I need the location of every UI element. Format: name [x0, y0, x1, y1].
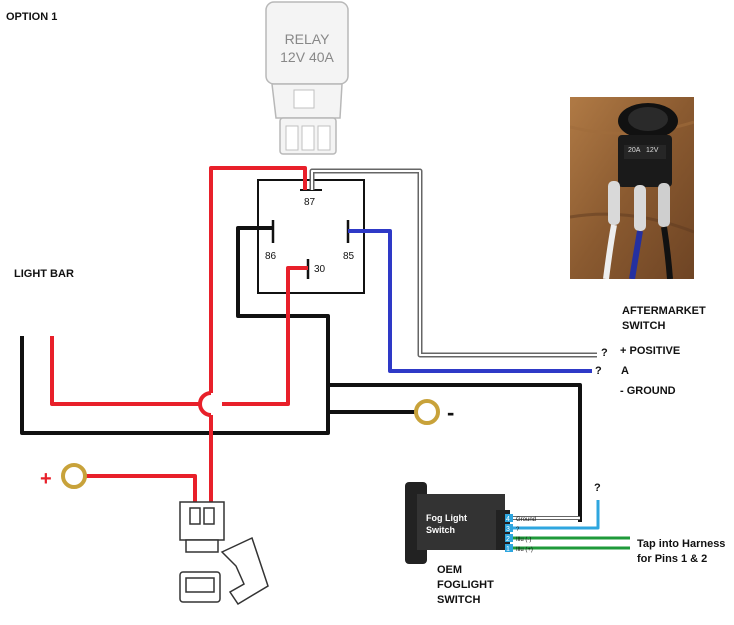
- question-marker-positive: ?: [601, 347, 608, 359]
- oem-switch-face-line1: Fog Light: [426, 513, 467, 523]
- oem-label-line2: FOGLIGHT: [437, 579, 494, 591]
- pin-86-label: 86: [265, 251, 277, 262]
- question-marker-a: ?: [595, 365, 602, 377]
- pin-87-label: 87: [304, 197, 316, 208]
- oem-pin-1: 1: [506, 546, 510, 553]
- oem-pin-3: 3: [506, 526, 510, 533]
- aftermarket-title-line2: SWITCH: [622, 320, 666, 332]
- relay-module: RELAY 12V 40A: [265, 1, 349, 155]
- oem-switch-wires: [513, 500, 630, 550]
- fuse-holder-icon: [179, 501, 269, 606]
- harness-label-line1: Tap into Harness: [637, 538, 726, 550]
- blue-wire: [348, 229, 592, 373]
- oem-fog-light-switch: [405, 482, 513, 564]
- aftermarket-title-line1: AFTERMARKET: [622, 305, 706, 317]
- oem-wire-3-label: ?: [516, 527, 520, 533]
- question-marker-switch: ?: [594, 482, 601, 494]
- relay-label-line2: 12V 40A: [280, 49, 334, 65]
- ground-ring-terminal: [414, 399, 440, 425]
- oem-switch-face-line2: Switch: [426, 525, 455, 535]
- negative-terminal-sign: -: [447, 400, 455, 425]
- harness-label-line2: for Pins 1 & 2: [637, 553, 708, 565]
- oem-label-line1: OEM: [437, 564, 463, 576]
- light-bar-label: LIGHT BAR: [14, 268, 74, 280]
- pin-30-label: 30: [314, 264, 326, 275]
- positive-ring-terminal: [61, 463, 87, 489]
- pin-85-label: 85: [343, 251, 355, 262]
- black-wire: [20, 226, 582, 522]
- white-wire: [309, 168, 597, 358]
- aftermarket-ground-label: - GROUND: [620, 385, 676, 397]
- aftermarket-positive-label: + POSITIVE: [620, 345, 681, 357]
- red-wire: [50, 166, 308, 502]
- oem-wire-4-label: Ground: [516, 517, 536, 523]
- oem-wire-1-label: Illu (+): [516, 547, 533, 553]
- oem-label-line3: SWITCH: [437, 594, 481, 606]
- aftermarket-switch-photo: 20A 12V: [570, 97, 694, 279]
- page-title: OPTION 1: [6, 11, 58, 23]
- photo-rating-2: 12V: [646, 147, 659, 154]
- photo-rating-1: 20A: [628, 147, 641, 154]
- oem-wire-2-label: Illu (-): [516, 537, 531, 543]
- aftermarket-a-label: A: [621, 365, 629, 377]
- relay-label-line1: RELAY: [285, 31, 331, 47]
- positive-terminal-sign: +: [40, 468, 52, 490]
- oem-pin-2: 2: [506, 536, 510, 543]
- oem-pin-4: 4: [506, 516, 510, 523]
